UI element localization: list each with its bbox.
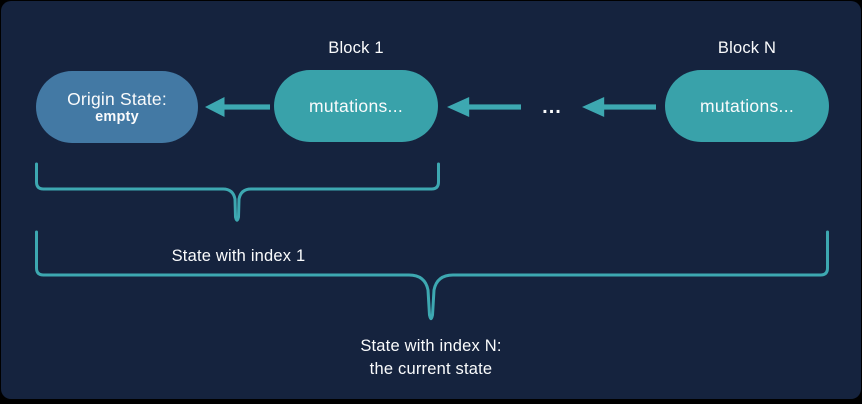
left-arrow-icon bbox=[447, 97, 521, 117]
state-index-n-caption-line1: State with index N: bbox=[360, 337, 502, 355]
left-arrow-icon bbox=[205, 97, 270, 117]
block-1-pill: mutations... bbox=[274, 70, 438, 142]
origin-state-title: Origin State: bbox=[67, 88, 167, 109]
state-index-n-caption-line2: the current state bbox=[369, 360, 493, 378]
block-n-content: mutations... bbox=[699, 95, 795, 116]
block-n-label: Block N bbox=[717, 39, 777, 57]
state-index-1-caption: State with index 1 bbox=[171, 247, 306, 265]
origin-state-value: empty bbox=[95, 108, 139, 125]
block-1-content: mutations... bbox=[308, 95, 404, 116]
chain-ellipsis: ... bbox=[542, 96, 562, 118]
left-arrow-icon bbox=[582, 97, 656, 117]
block-1-label: Block 1 bbox=[328, 39, 384, 57]
state-index-n-caption: State with index N: the current state bbox=[231, 335, 631, 381]
brace-index-1 bbox=[35, 162, 440, 222]
block-n-pill: mutations... bbox=[665, 70, 829, 142]
origin-state-pill: Origin State: empty bbox=[36, 71, 198, 143]
brace-index-n bbox=[35, 230, 829, 321]
